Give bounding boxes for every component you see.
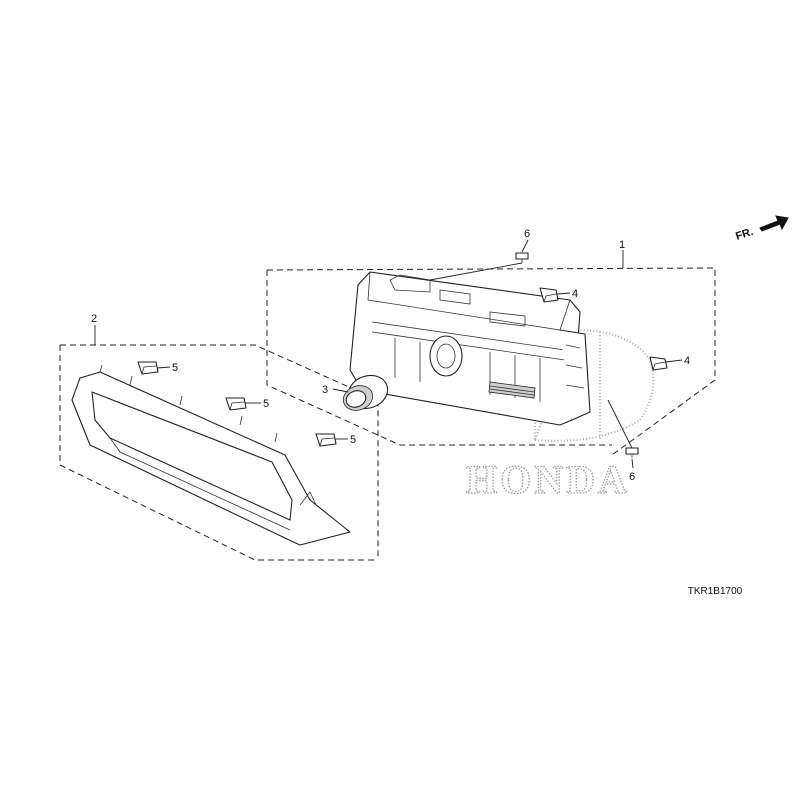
screw-6a: [515, 252, 529, 263]
control-knob: [342, 374, 389, 411]
watermark-logo: HONDA: [465, 328, 655, 503]
panel-bezel: [71, 364, 351, 546]
clip-5a: [137, 361, 159, 375]
diagram-code: TKR1B1700: [688, 586, 743, 597]
clip-5b: [225, 397, 247, 411]
callout-5b: 5: [263, 398, 269, 410]
callout-4a: 4: [572, 288, 578, 300]
leader-lines: [94, 239, 683, 469]
callout-6b: 6: [629, 471, 635, 483]
clip-5c: [315, 433, 337, 447]
callout-2: 2: [91, 313, 97, 325]
callout-6a: 6: [524, 228, 530, 240]
heater-control-panel: [349, 271, 591, 426]
front-arrow-icon: [759, 215, 789, 232]
callout-5c: 5: [350, 434, 356, 446]
callout-4b: 4: [684, 355, 690, 367]
front-direction-indicator: FR.: [734, 215, 789, 243]
screw-6b: [625, 447, 639, 458]
callout-1: 1: [619, 239, 625, 251]
clip-4a: [539, 287, 559, 303]
front-direction-label: FR.: [734, 226, 755, 243]
callout-labels: 1 2 3 4 4 5 5 5 6 6: [91, 228, 690, 483]
clip-4b: [649, 356, 668, 371]
watermark-text: HONDA: [466, 457, 630, 502]
callout-5a: 5: [172, 362, 178, 374]
assembly-2-boundary: [59, 344, 379, 561]
callout-3: 3: [322, 384, 328, 396]
